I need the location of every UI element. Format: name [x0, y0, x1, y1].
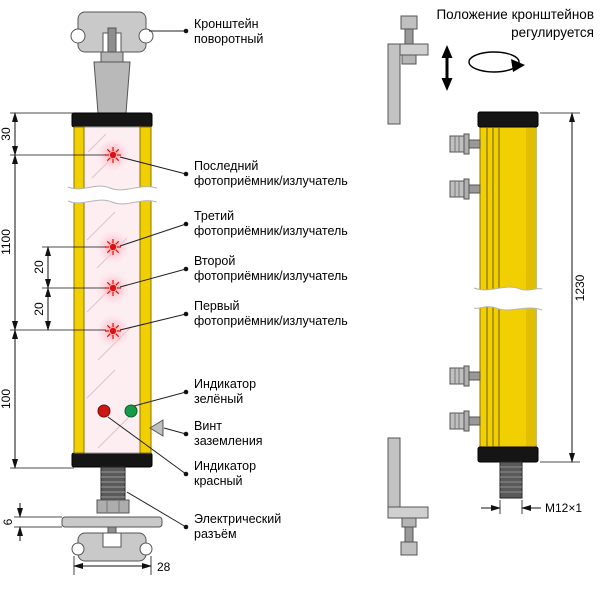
adjust-vertical-arrow-icon: [441, 45, 453, 91]
label-connector: Электрический разъём: [194, 512, 282, 541]
emitter-second-icon: [104, 279, 122, 297]
dim-plate-thickness: 6: [1, 518, 15, 525]
dim-pitch-lower: 20: [32, 302, 46, 316]
swivel-bracket-bottom: [61, 516, 163, 562]
mounting-bolts: [449, 133, 481, 432]
emitter-last-icon: [104, 146, 122, 164]
side-bracket-top: [387, 15, 429, 125]
body-break-left: [67, 185, 158, 205]
label-second-emitter: Второй фотоприёмник/излучатель: [194, 254, 348, 283]
emitter-third-icon: [104, 238, 122, 256]
dim-sensing-length: 1100: [0, 229, 13, 255]
adjust-rotation-arrow-icon: [468, 51, 525, 73]
label-third-emitter: Третий фотоприёмник/излучатель: [194, 209, 348, 238]
electrical-connector-front: [96, 466, 130, 514]
leader-lines: [107, 28, 189, 530]
end-cap-top: [71, 112, 153, 128]
body-break-right: [473, 286, 543, 311]
dim-body-width: 28: [157, 560, 171, 574]
emitter-first-icon: [104, 322, 122, 340]
label-swivel-bracket: Кронштейн поворотный: [194, 17, 264, 46]
label-green-indicator: Индикатор зелёный: [194, 377, 257, 406]
side-cap-top: [477, 111, 539, 128]
dim-pitch-upper: 20: [32, 260, 46, 274]
yellow-profile-left: [73, 126, 85, 454]
end-cap-bottom: [71, 452, 153, 468]
label-last-emitter: Последний фотоприёмник/излучатель: [194, 159, 348, 188]
device-body-side: [477, 111, 539, 463]
red-indicator: [97, 404, 111, 418]
side-bracket-bottom: [387, 437, 429, 556]
bracket-adjustment-note: Положение кронштейнов регулируется: [436, 7, 594, 40]
right-device-side-view: [387, 15, 543, 556]
electrical-connector-side: [499, 461, 523, 499]
side-cap-bottom: [477, 446, 539, 463]
swivel-bracket-top: [70, 11, 154, 114]
dimensions-left: [10, 112, 152, 575]
label-ground-screw: Винт заземления: [194, 419, 263, 448]
dim-connector-thread: M12×1: [545, 501, 582, 515]
yellow-profile-right: [139, 126, 152, 454]
device-body-front: [73, 126, 152, 454]
dim-bottom-offset: 100: [0, 389, 13, 409]
dim-overall-length: 1230: [573, 274, 587, 301]
green-indicator: [124, 404, 138, 418]
dimensions-right: [481, 112, 580, 514]
ground-screw: [149, 419, 164, 437]
label-first-emitter: Первый фотоприёмник/излучатель: [194, 299, 348, 328]
label-red-indicator: Индикатор красный: [194, 459, 257, 488]
dim-top-offset: 30: [0, 127, 13, 141]
left-device-front-view: [61, 11, 164, 562]
